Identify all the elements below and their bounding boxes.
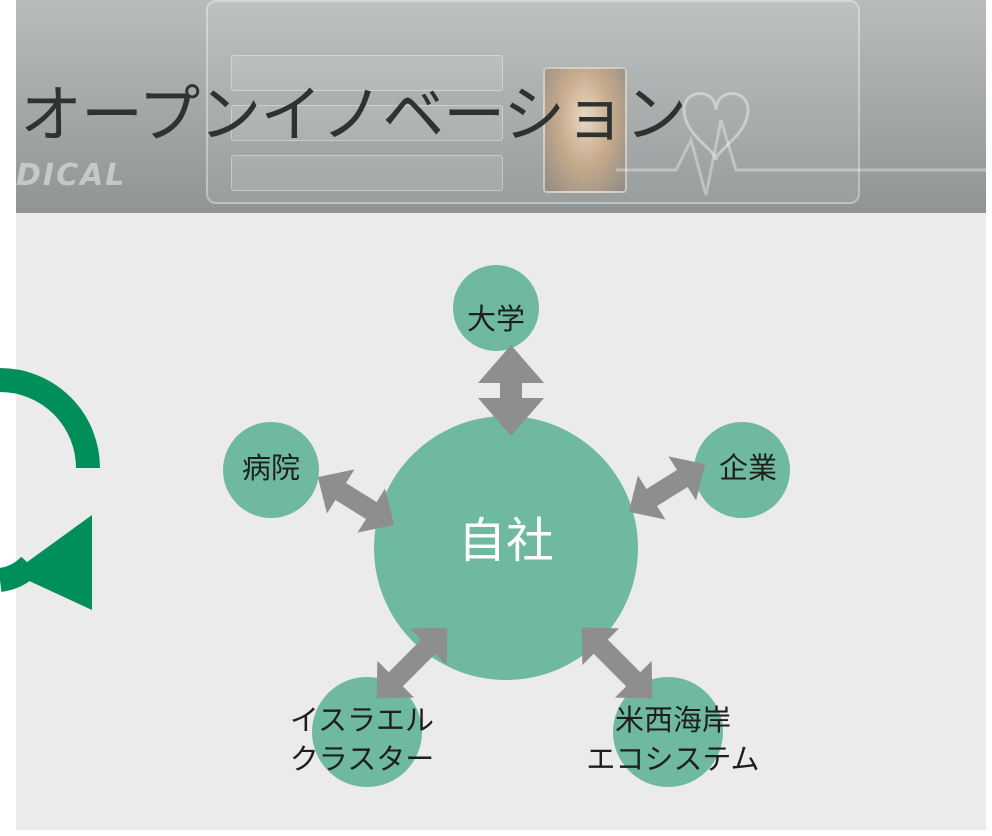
heartbeat-line [616, 92, 986, 196]
west-coast-label-line2: エコシステム [586, 742, 760, 776]
header-background-bar [231, 55, 503, 91]
university-label: 大学 [466, 302, 525, 336]
arrow-center-israel [376, 627, 448, 699]
center-company-node [374, 416, 638, 680]
header-background-text: DICAL [16, 158, 127, 193]
center-node-label: 自社 [457, 513, 554, 569]
patient-photo [543, 67, 627, 193]
company-label: 企業 [718, 451, 777, 485]
israel-cluster-label-line1: イスラエル [289, 703, 435, 737]
arrow-center-hospital [317, 469, 395, 533]
header-background-bar [231, 105, 503, 141]
arrow-center-university [478, 345, 544, 436]
israel-cluster-node [312, 677, 422, 787]
west-coast-ecosystem-node [613, 677, 723, 787]
university-node [453, 265, 539, 351]
arrow-center-company [628, 456, 706, 520]
hospital-label: 病院 [241, 451, 300, 485]
slide-title: オープンイノベーション [20, 78, 687, 151]
cycle-arrow-icon [0, 368, 100, 610]
west-coast-label-line1: 米西海岸 [614, 703, 731, 737]
hospital-node [223, 422, 319, 518]
header-background-bar [231, 155, 503, 191]
arrow-center-westcoast [581, 627, 653, 699]
company-node [694, 422, 790, 518]
israel-cluster-label-line2: クラスター [289, 742, 435, 776]
header-background-panel [206, 0, 860, 204]
header-banner: DICAL [16, 0, 986, 213]
